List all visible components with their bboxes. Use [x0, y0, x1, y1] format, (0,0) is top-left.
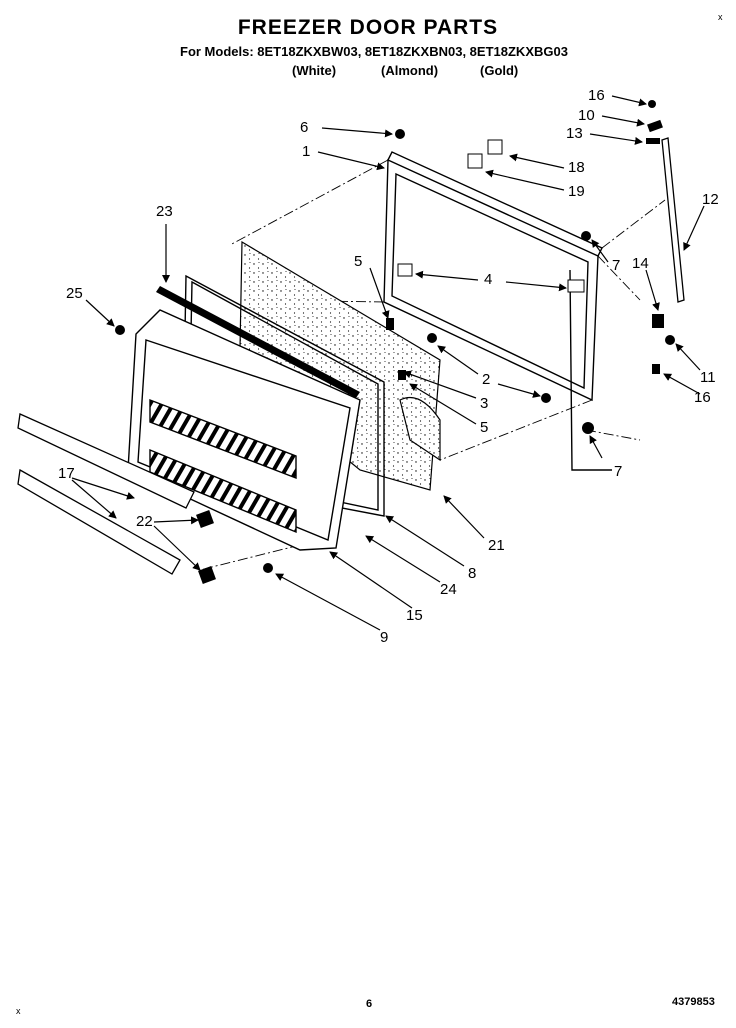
callout-10: 10 [578, 107, 595, 124]
callout-2: 2 [482, 371, 490, 388]
callout-4: 3 [480, 395, 488, 412]
corner-mark-bottom: x [16, 1006, 21, 1016]
callout-15: 15 [406, 607, 423, 624]
screws-and-hardware [115, 100, 675, 573]
callout-9: 9 [380, 629, 388, 646]
callout-16-lower: 16 [694, 389, 711, 406]
diagram-title: FREEZER DOOR PARTS [237, 16, 499, 39]
callout-14: 14 [632, 255, 649, 272]
callout-12: 12 [702, 191, 719, 208]
seal-strip [156, 286, 360, 398]
callout-18: 18 [568, 159, 585, 176]
model-list: For Models: 8ET18ZKXBW03, 8ET18ZKXBN03, … [180, 44, 568, 59]
callout-24: 24 [440, 581, 457, 598]
callout-5-upper: 5 [354, 253, 362, 270]
door-shelf-bars [17, 413, 195, 575]
hinge-bar [661, 137, 685, 303]
callout-11: 11 [700, 369, 716, 386]
document-number: 4379853 [672, 996, 715, 1008]
callout-17: 17 [58, 465, 75, 482]
callout-5-lower: 5 [480, 419, 488, 436]
shelf-bar-end-caps [196, 510, 216, 584]
corner-mark-top: x [718, 12, 723, 22]
callout-23: 23 [156, 203, 173, 220]
leader-lines [71, 95, 705, 631]
callout-7-lower: 7 [614, 463, 622, 480]
page-number: 6 [366, 998, 373, 1010]
callout-7-upper: 7 [612, 257, 620, 274]
color-white: (White) [292, 63, 337, 78]
callout-19: 19 [568, 183, 585, 200]
color-almond: (Almond) [381, 63, 439, 78]
callout-6: 6 [300, 119, 308, 136]
callout-8: 8 [468, 565, 476, 582]
callout-21: 21 [488, 537, 505, 554]
callout-3: 4 [484, 271, 492, 288]
callout-1: 1 [302, 143, 310, 160]
callout-16-top: 16 [588, 87, 605, 104]
callout-25: 25 [66, 285, 83, 302]
part-number-labels: 6 1 16 10 13 18 19 12 23 5 7 4 14 25 11 … [58, 87, 719, 646]
callout-22: 22 [136, 513, 153, 530]
color-gold: (Gold) [480, 63, 519, 78]
callout-13: 13 [566, 125, 583, 142]
